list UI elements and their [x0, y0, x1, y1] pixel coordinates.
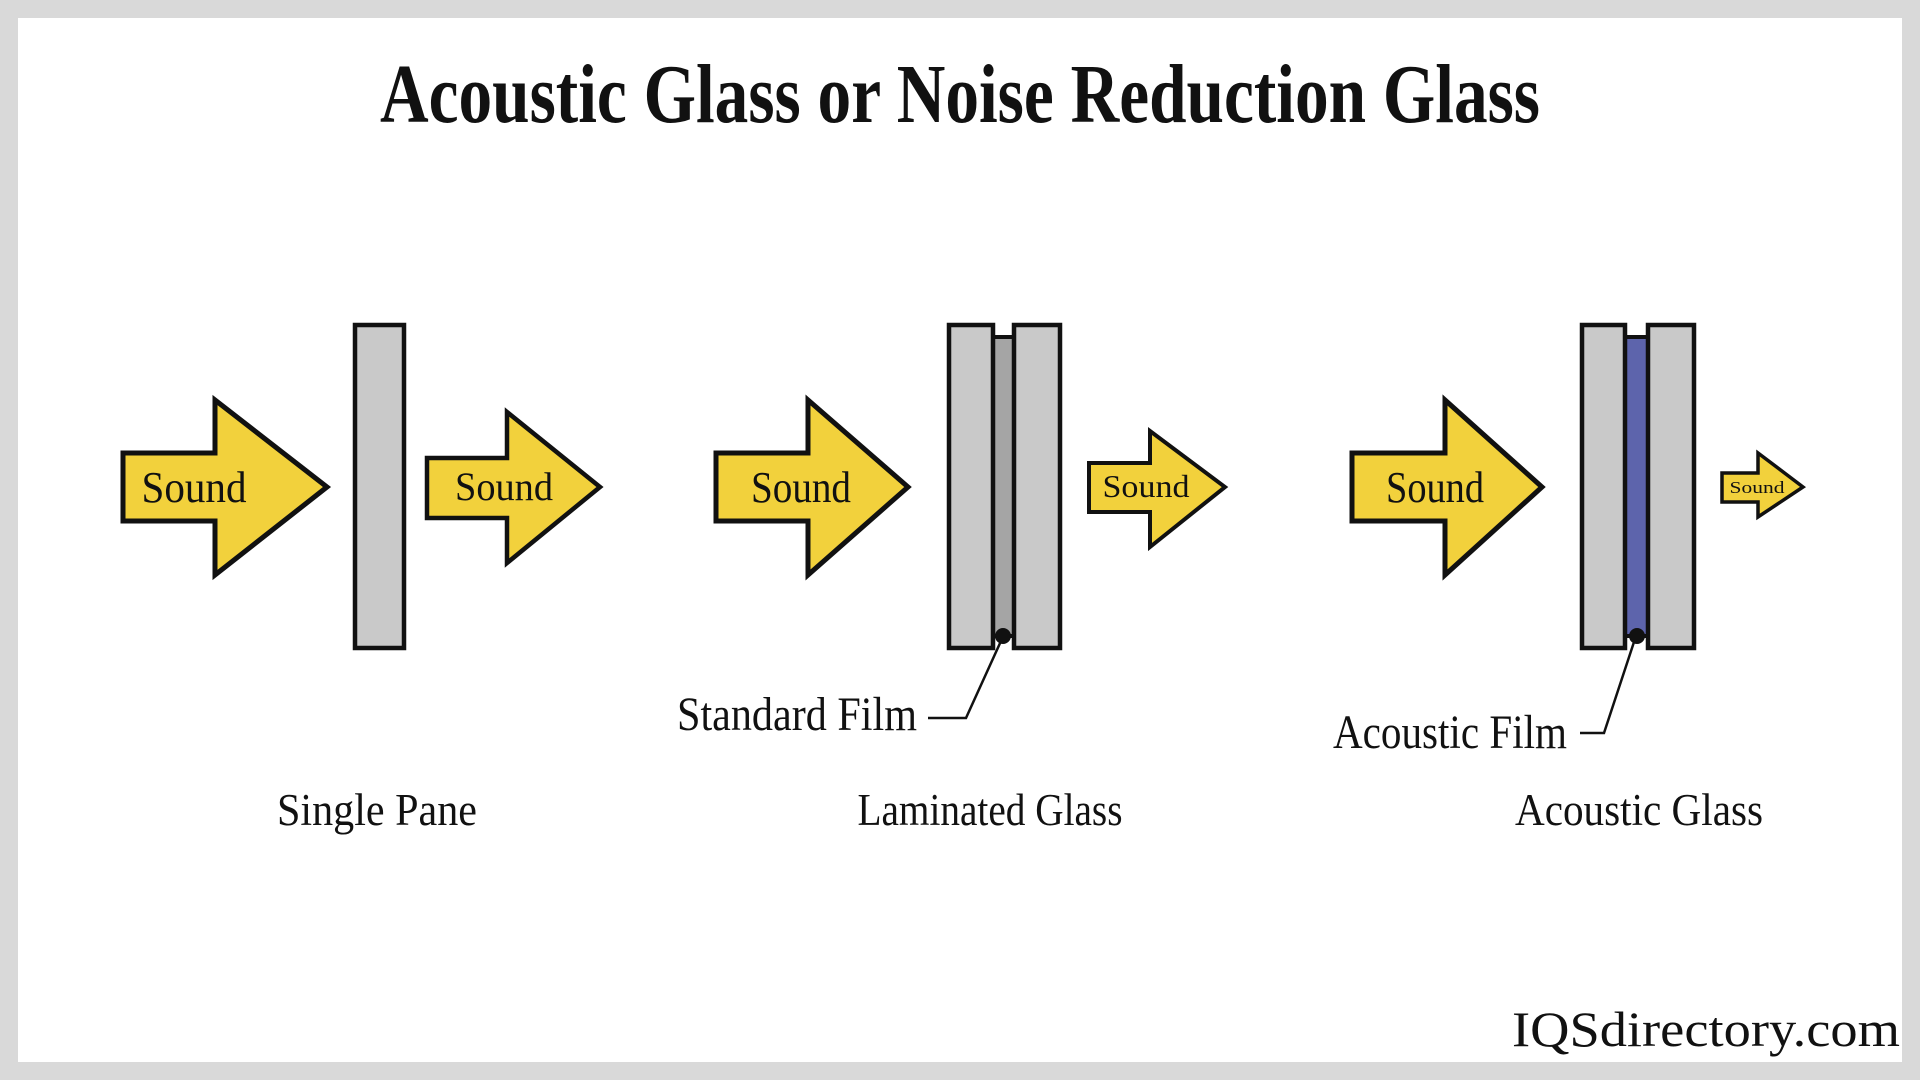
single-glass-pane — [352, 322, 407, 651]
acoustic-film-layer — [1623, 335, 1650, 638]
film-label: Standard Film — [677, 688, 917, 741]
sound-out-label: Sound — [1730, 478, 1786, 497]
panel-caption: Single Pane — [277, 785, 477, 835]
standard-film-layer — [991, 335, 1016, 638]
panel-acoustic-glass: Sound Acoustic Film Sound Acoustic Glass — [1333, 322, 1807, 835]
film-leader-line — [1580, 641, 1636, 735]
sound-arrow-large-icon — [1349, 394, 1546, 581]
glass-pane-left — [946, 322, 996, 651]
glass-pane-left — [1579, 322, 1628, 651]
sound-arrow-medium-icon — [424, 407, 604, 568]
sound-out-label: Sound — [455, 464, 553, 509]
sound-arrow-tiny-icon — [1720, 449, 1807, 521]
sound-arrow-large-icon — [120, 394, 332, 581]
panel-caption: Acoustic Glass — [1515, 785, 1763, 835]
sound-in-label: Sound — [1386, 463, 1484, 512]
glass-pane-right — [1645, 322, 1697, 651]
film-pointer-dot — [995, 628, 1011, 644]
panel-caption: Laminated Glass — [858, 785, 1123, 835]
sound-out-label: Sound — [1103, 468, 1190, 504]
film-pointer-dot — [1629, 628, 1645, 644]
film-label: Acoustic Film — [1333, 706, 1567, 759]
glass-pane-right — [1011, 322, 1063, 651]
sound-arrow-large-icon — [713, 394, 912, 581]
sound-in-label: Sound — [142, 463, 247, 512]
panel-single-pane: Sound Sound Single Pane — [120, 322, 604, 835]
sound-in-label: Sound — [751, 463, 851, 512]
sound-arrow-small-icon — [1087, 427, 1229, 552]
watermark-text: IQSdirectory.com — [1512, 1001, 1900, 1057]
page-title: Acoustic Glass or Noise Reduction Glass — [380, 48, 1540, 141]
panel-laminated-glass: Sound Standard Film Sound Laminated Glas… — [677, 322, 1229, 835]
film-leader-line — [928, 640, 1003, 720]
